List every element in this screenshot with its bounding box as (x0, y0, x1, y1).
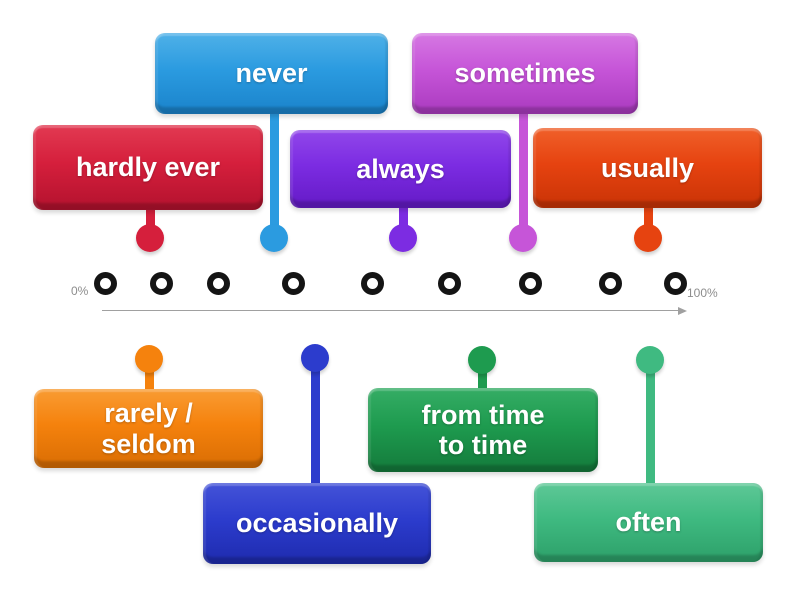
pin-stem-never (269, 102, 279, 238)
label-text: sometimes (454, 58, 596, 89)
label-text: seldom (101, 428, 196, 459)
label-occasionally[interactable]: occasionally (203, 483, 431, 564)
label-usually[interactable]: usually (533, 128, 762, 208)
label-always[interactable]: always (290, 130, 511, 208)
label-text: occasionally (235, 508, 399, 539)
pin-stem-rarely-seldom (144, 359, 154, 401)
pin-dot-always[interactable] (389, 224, 417, 252)
label-often[interactable]: often (534, 483, 763, 562)
label-hardly-ever[interactable]: hardly ever (33, 125, 263, 210)
pin-stem-hardly-ever (145, 198, 155, 238)
scale-ring-1[interactable] (149, 271, 173, 295)
label-sometimes[interactable]: sometimes (412, 33, 638, 114)
scale-ring-7[interactable] (598, 271, 622, 295)
pin-dot-usually[interactable] (634, 224, 662, 252)
scale-ring-5[interactable] (437, 271, 461, 295)
pin-stem-sometimes (518, 102, 528, 238)
label-text: rarely / (104, 398, 193, 429)
label-text: usually (600, 152, 695, 183)
label-rarely-seldom[interactable]: rarely /seldom (34, 389, 263, 468)
percentage-axis (102, 310, 678, 311)
scale-zero-label: 0% (71, 284, 89, 298)
scale-ring-0[interactable] (93, 271, 117, 295)
scale-ring-6[interactable] (518, 271, 542, 295)
scale-hundred-label: 100% (687, 286, 718, 300)
pin-dot-hardly-ever[interactable] (136, 224, 164, 252)
label-text: always (356, 153, 445, 184)
scale-ring-4[interactable] (360, 271, 384, 295)
label-text: never (235, 58, 308, 89)
scale-ring-8[interactable] (663, 271, 687, 295)
scale-ring-3[interactable] (281, 271, 305, 295)
scale-ring-2[interactable] (206, 271, 230, 295)
pin-stem-occasionally (310, 358, 320, 495)
pin-stem-from-time-to-time (477, 360, 487, 400)
pin-dot-often[interactable] (636, 346, 664, 374)
pin-stem-often (645, 360, 655, 495)
pin-dot-sometimes[interactable] (509, 224, 537, 252)
label-never[interactable]: never (155, 33, 388, 114)
pin-dot-never[interactable] (260, 224, 288, 252)
pin-stem-usually (643, 196, 653, 238)
label-text: from time (421, 399, 545, 430)
axis-arrow-icon (678, 306, 687, 315)
pin-dot-from-time-to-time[interactable] (468, 346, 496, 374)
pin-stem-always (398, 196, 408, 238)
pin-dot-rarely-seldom[interactable] (135, 345, 163, 373)
label-text: to time (438, 430, 528, 460)
label-text: hardly ever (75, 152, 221, 183)
pin-dot-occasionally[interactable] (301, 344, 329, 372)
label-text: often (615, 507, 682, 538)
